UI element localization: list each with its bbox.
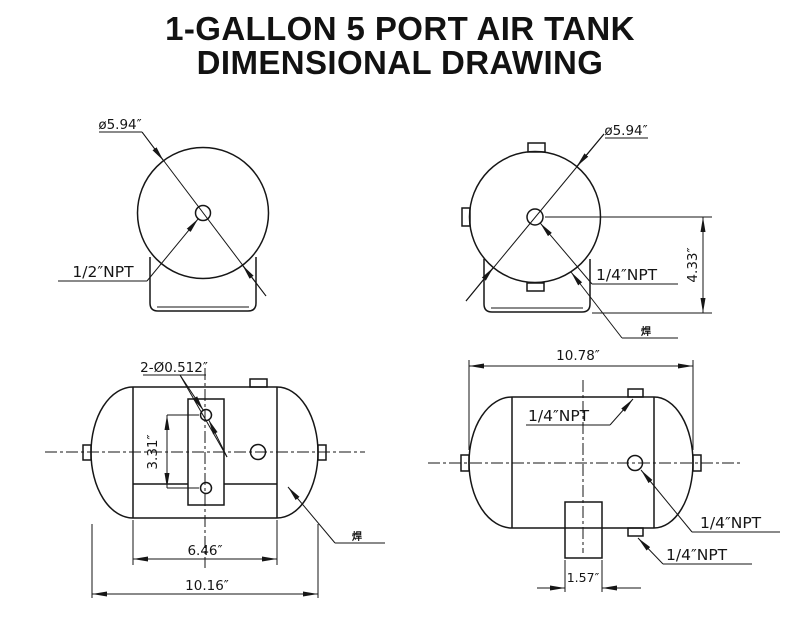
holes-arrow-lower — [208, 419, 228, 458]
bottom-port-boss — [526, 282, 545, 292]
left-port-boss — [461, 207, 471, 227]
title-line-1: 1-GALLON 5 PORT AIR TANK — [165, 10, 635, 47]
right-end-stub — [317, 444, 327, 461]
top-port-boss — [249, 378, 268, 388]
side-port-arrow — [640, 469, 693, 533]
leg-width-label: 1.57″ — [567, 570, 600, 585]
overall-length-label: 10.16″ — [185, 578, 229, 594]
end-view-left: ø5.94″ 1/2″NPT — [58, 117, 270, 312]
overall-length-label: 10.78″ — [556, 348, 600, 364]
top-port-label: 1/4″NPT — [528, 407, 590, 425]
right-end-stub — [692, 454, 702, 472]
center-height-label: 4.33″ — [685, 247, 701, 282]
weld-leader-arrow — [570, 271, 623, 339]
title-line-2: DIMENSIONAL DRAWING — [196, 44, 604, 81]
end-view-right: ø5.94″ 1/4″NPT 焊 4.33″ — [461, 123, 712, 339]
bottom-port-label: 1/4″NPT — [666, 546, 728, 564]
bottom-port-arrow — [637, 537, 664, 565]
npt-leader-arrow — [146, 218, 199, 282]
diameter-arrow-lower — [465, 267, 494, 302]
mounting-bracket — [483, 259, 591, 313]
mounting-hole-bottom — [199, 481, 213, 495]
page-title: 1-GALLON 5 PORT AIR TANK DIMENSIONAL DRA… — [0, 12, 800, 80]
top-port-boss — [527, 142, 546, 153]
cylinder-length-label: 6.46″ — [187, 543, 222, 559]
bottom-port-boss — [627, 527, 644, 537]
left-end-stub — [82, 444, 92, 461]
mounting-bracket — [149, 257, 257, 312]
weld-label: 焊 — [352, 530, 362, 543]
weld-leader-arrow — [287, 486, 336, 544]
diameter-label: ø5.94″ — [604, 123, 647, 139]
holes-leader-line — [179, 374, 228, 458]
mounting-hole-top — [199, 408, 213, 422]
tank-end-outline — [136, 146, 270, 280]
center-port-label: 1/4″NPT — [596, 266, 658, 284]
top-port-boss — [627, 388, 644, 398]
npt-leader-arrow — [539, 222, 593, 285]
side-view-left: 2-Ø0.512″ 3.31″ 6.46″ 10.16″ 焊 — [45, 360, 385, 598]
weld-label: 焊 — [641, 325, 651, 338]
center-port-circle — [526, 208, 544, 226]
diameter-arrow-lower — [242, 264, 267, 297]
bolt-holes-label: 2-Ø0.512″ — [140, 360, 208, 376]
diameter-arrow-upper — [141, 131, 164, 161]
diameter-arrow-upper — [576, 133, 605, 167]
hole-spacing-label: 3.31″ — [145, 434, 161, 469]
leg-outline — [564, 501, 603, 559]
side-port-circle — [249, 443, 267, 461]
side-port-label: 1/4″NPT — [700, 514, 762, 532]
center-port-label: 1/2″NPT — [72, 263, 134, 281]
side-port-circle — [626, 454, 644, 472]
left-end-stub — [460, 454, 470, 472]
top-port-arrow — [609, 398, 634, 426]
side-view-right: 10.78″ 1/4″NPT 1/4″NPT 1/4″NPT 1.57″ — [428, 348, 780, 592]
center-port-circle — [194, 204, 212, 222]
diameter-label: ø5.94″ — [98, 117, 141, 133]
holes-arrow-upper — [179, 374, 204, 411]
